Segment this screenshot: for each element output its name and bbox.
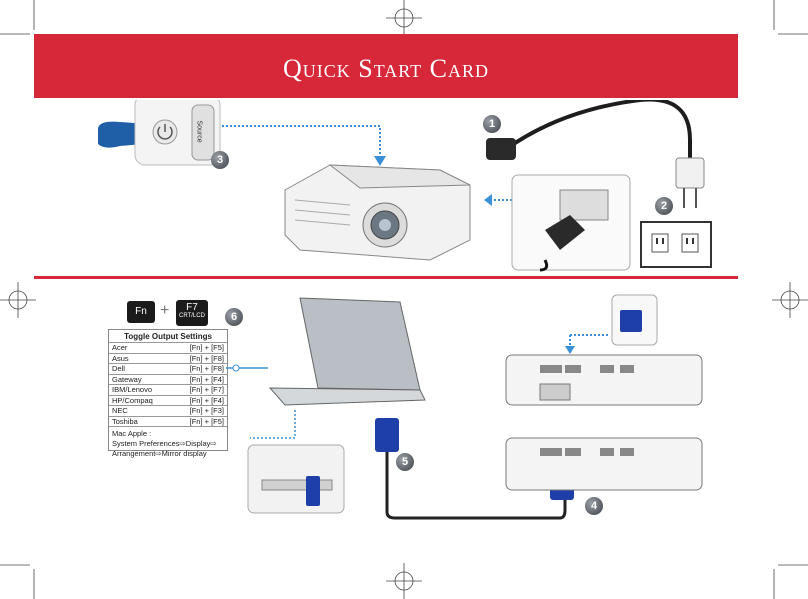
brand-cell: Asus [112,353,129,363]
header-banner [34,34,738,98]
setup-illustration-top [98,100,712,272]
page-title: Quick Start Card [282,54,490,83]
keys-cell: [Fn] + [F3] [189,406,224,415]
step-badge-4: 4 [585,497,603,515]
step-badge-1: 1 [483,115,501,133]
brand-cell: HP/Compaq [112,395,153,405]
f7-label: F7 [186,302,198,313]
brand-cell: NEC [112,406,128,415]
table-row: NEC [Fn] + [F3] [109,405,227,416]
f7-sublabel: CRT/LCD [179,313,205,319]
brand-cell: IBM/Lenovo [112,385,153,394]
brand-cell: Dell [112,364,125,373]
brand-cell: Toshiba [112,416,138,426]
mac-line-2: Arrangement⇨Mirror display [112,449,207,458]
step-badge-2: 2 [655,197,673,215]
table-row: Toshiba [Fn] + [F5] [109,415,227,427]
table-row: Acer [Fn] + [F5] [109,342,227,353]
keys-cell: [Fn] + [F8] [189,353,224,363]
toggle-output-table: Toggle Output Settings Acer[Fn] + [F5]As… [108,329,228,458]
setup-illustration-bottom [226,294,703,520]
keys-cell: [Fn] + [F5] [189,343,224,352]
laptop-icon [268,297,426,406]
keys-cell: [Fn] + [F4] [189,374,224,384]
f7-key-icon: F7 CRT/LCD [176,300,208,326]
table-row: Dell [Fn] + [F8] [109,363,227,374]
toggle-table-title: Toggle Output Settings [124,332,212,341]
step-badge-5: 5 [396,453,414,471]
step-badge-3: 3 [211,151,229,169]
mac-line-1: System Preferences⇨Display⇨ [112,439,217,448]
keys-cell: [Fn] + [F5] [189,416,224,426]
keys-cell: [Fn] + [F4] [189,395,224,405]
keys-cell: [Fn] + [F8] [189,364,224,373]
step-badge-6: 6 [225,308,243,326]
table-row: IBM/Lenovo [Fn] + [F7] [109,384,227,395]
mac-label: Mac Apple : [112,429,152,438]
table-row: HP/Compaq [Fn] + [F4] [109,394,227,406]
section-divider [34,276,738,279]
projector-icon [284,164,471,261]
projector-rear-icon [505,354,703,406]
table-row: Gateway [Fn] + [F4] [109,373,227,385]
brand-cell: Acer [112,343,128,352]
plus-sign: + [160,302,170,319]
source-button: Source [195,120,203,143]
fn-key-icon: Fn [127,301,155,323]
keys-cell: [Fn] + [F7] [189,385,224,394]
table-row: Asus [Fn] + [F8] [109,352,227,364]
mac-instructions: Mac Apple : System Preferences⇨Display⇨ … [109,426,227,461]
brand-cell: Gateway [112,374,142,384]
